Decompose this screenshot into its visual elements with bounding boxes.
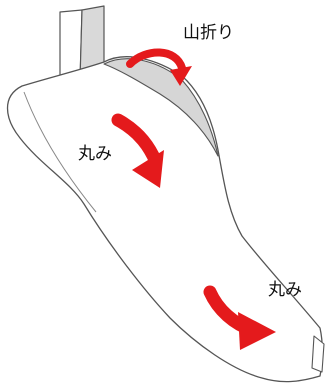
paper-body [7, 56, 323, 383]
paper-inner-edge [23, 91, 97, 213]
paper-tip [311, 335, 325, 373]
mountain-fold-region [103, 58, 219, 157]
round-arrow-lower [203, 285, 276, 350]
rounding-label-upper: 丸み [78, 144, 112, 164]
rounding-label-lower: 丸み [268, 280, 302, 300]
mountain-fold-arrow [126, 48, 192, 86]
round-arrow-upper [111, 113, 164, 188]
mountain-fold-label: 山折り [183, 23, 234, 43]
